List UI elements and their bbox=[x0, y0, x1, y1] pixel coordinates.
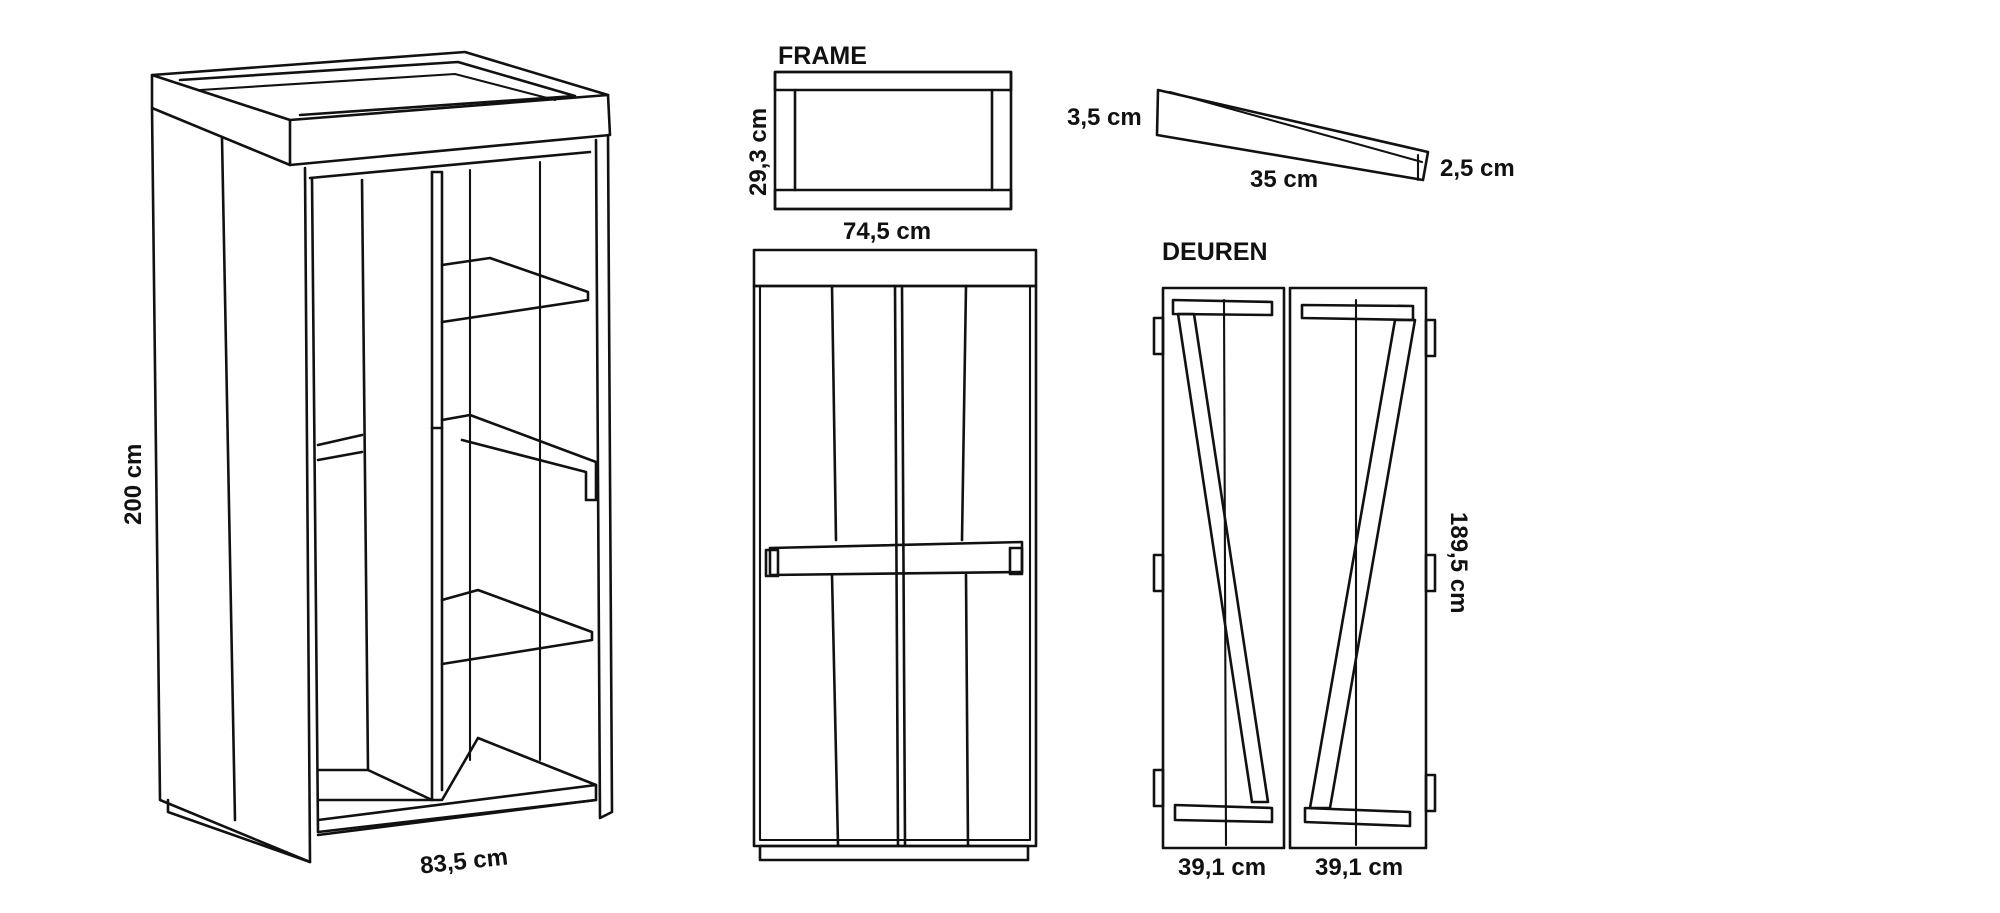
strip-length-label: 35 cm bbox=[1250, 166, 1319, 193]
cabinet-height-label: 200 cm bbox=[120, 443, 147, 525]
frame-width-label: 74,5 cm bbox=[843, 218, 932, 245]
door-height-label: 189,5 cm bbox=[1445, 512, 1472, 614]
door-left-width-label: 39,1 cm bbox=[1178, 854, 1267, 881]
strip-thickness-label: 3,5 cm bbox=[1067, 104, 1142, 131]
door-right-width-label: 39,1 cm bbox=[1315, 854, 1404, 881]
strip-drawing bbox=[1155, 88, 1430, 182]
front-panel-drawing bbox=[752, 248, 1038, 862]
cabinet-perspective bbox=[150, 50, 614, 864]
doors-drawing bbox=[1152, 286, 1437, 850]
strip-end-label: 2,5 cm bbox=[1440, 155, 1515, 182]
frame-heading: FRAME bbox=[778, 42, 867, 70]
doors-heading: DEUREN bbox=[1162, 238, 1268, 266]
frame-drawing bbox=[773, 70, 1013, 211]
frame-height-label: 29,3 cm bbox=[745, 107, 772, 196]
